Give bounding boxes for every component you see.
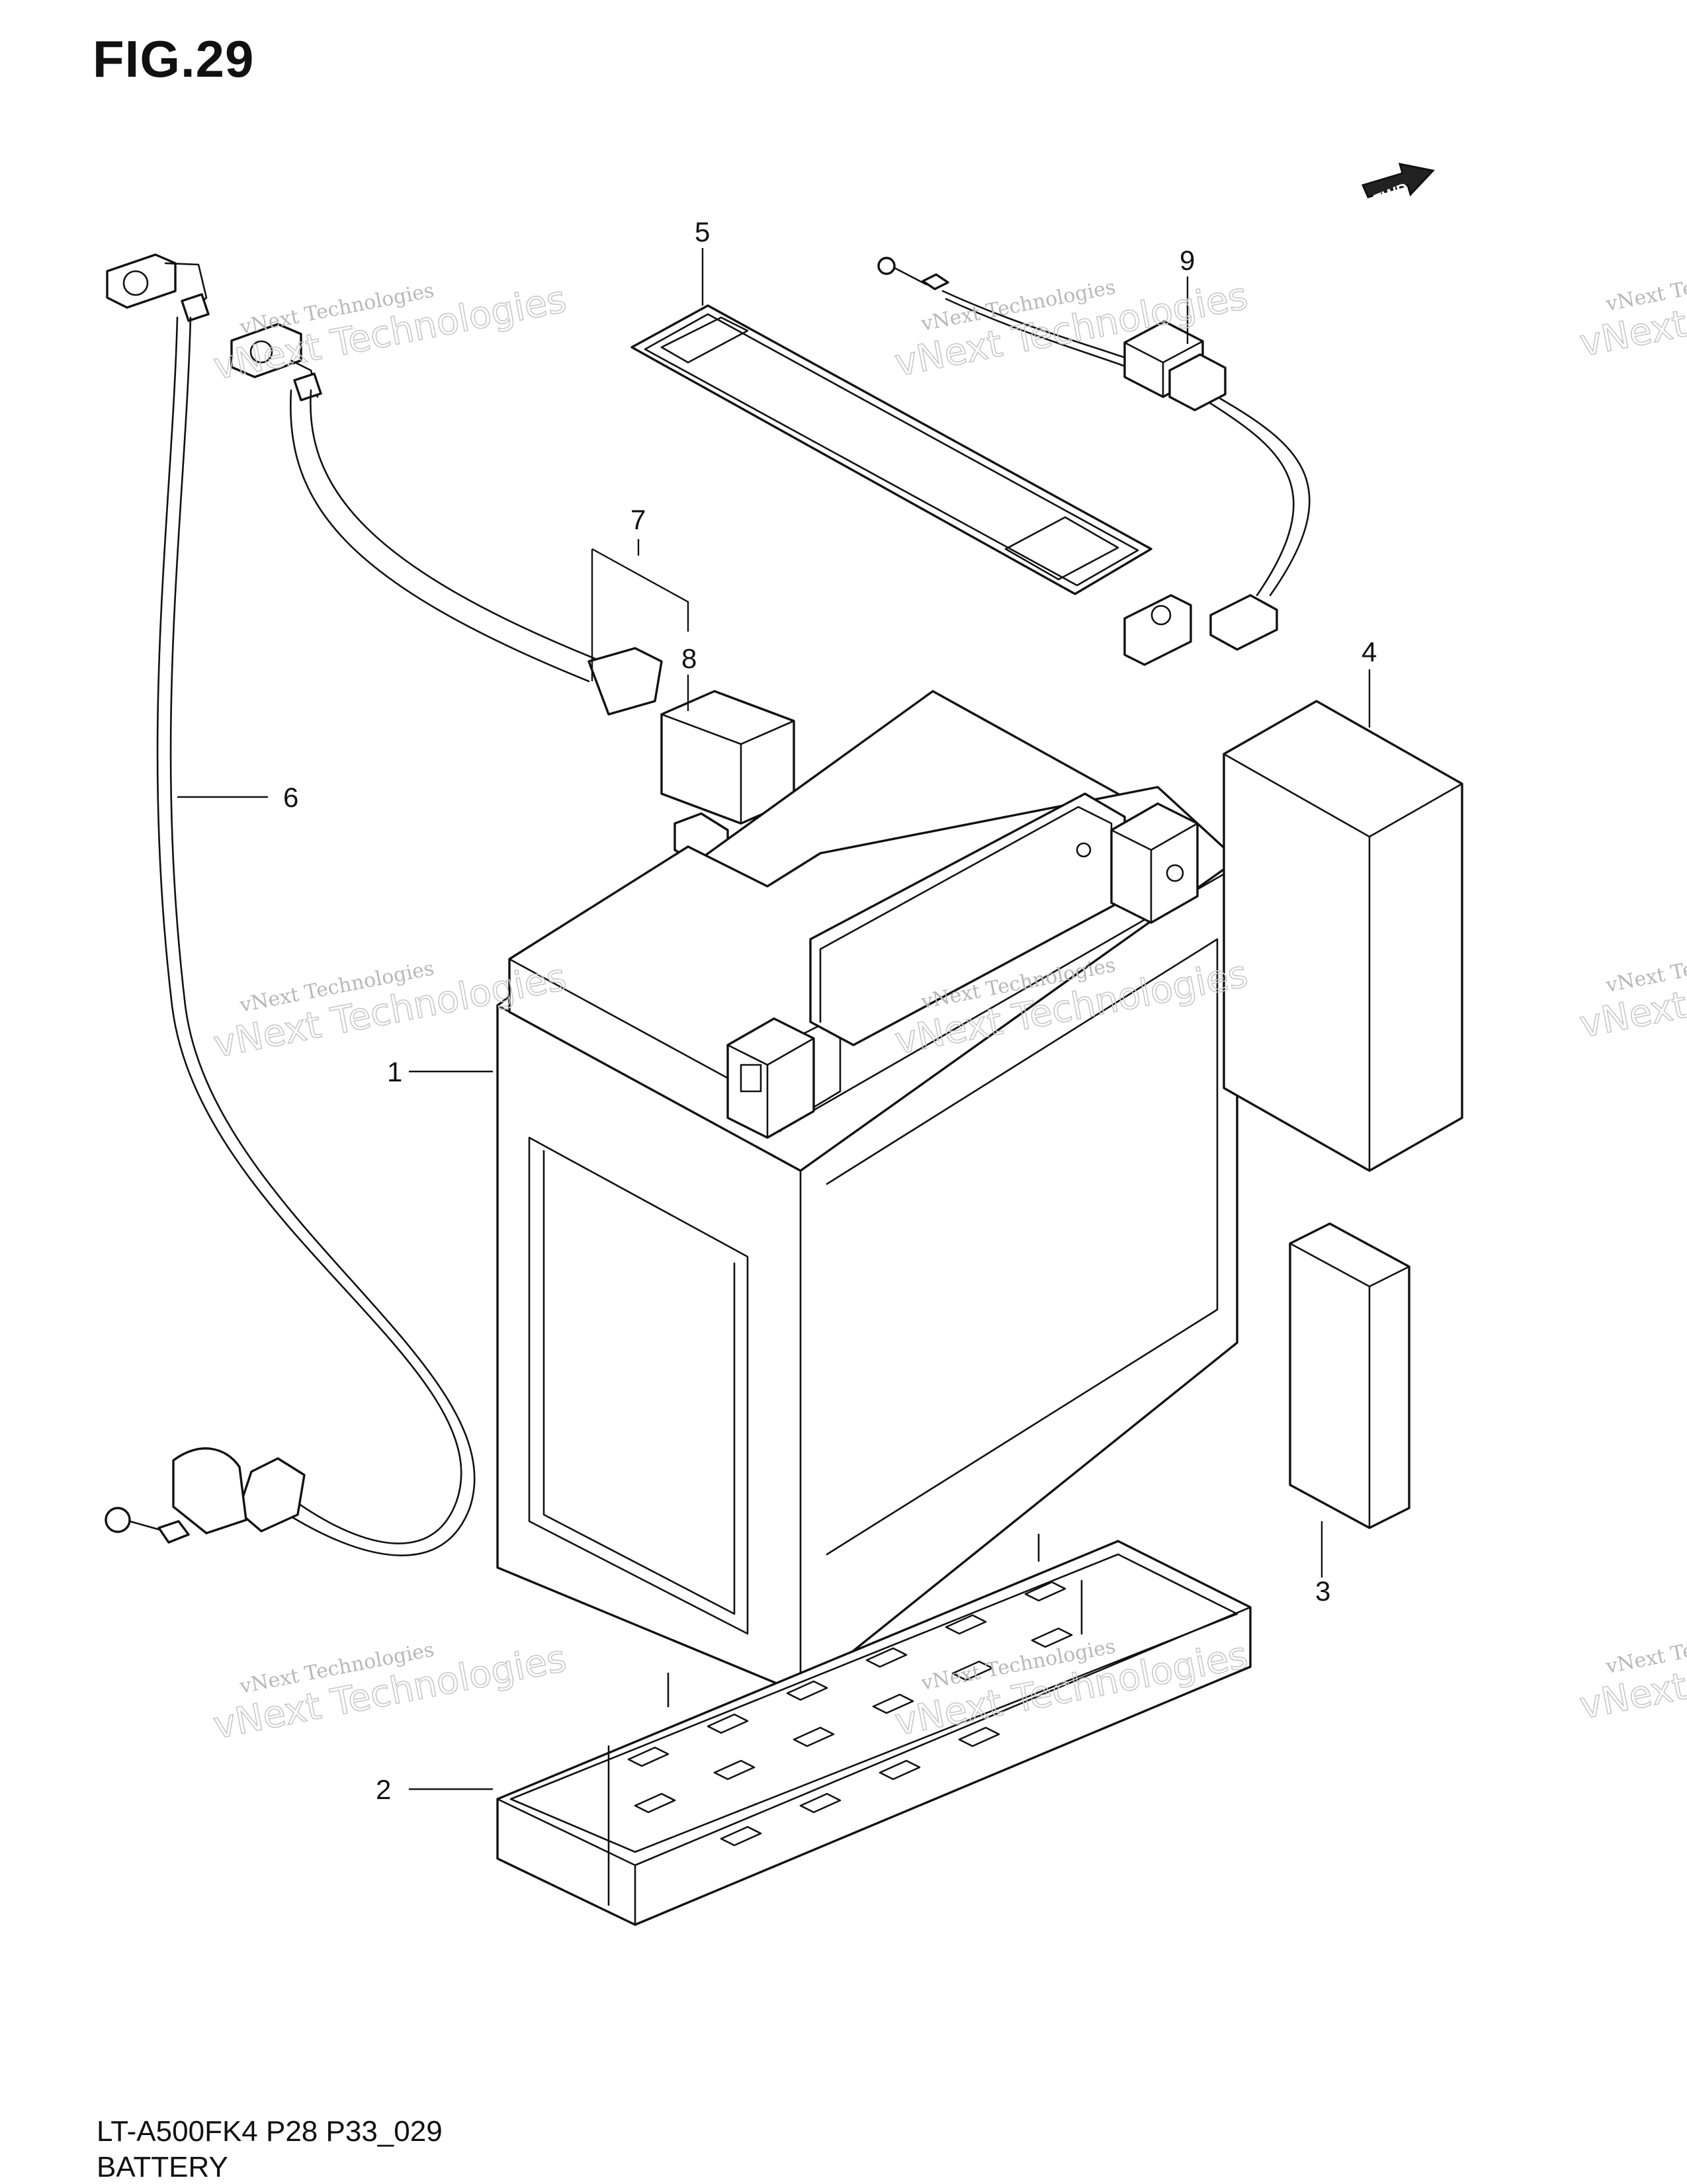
watermark: vNext Technologies vNext Technologies <box>210 277 570 389</box>
leader-lines <box>177 248 1371 1790</box>
diagram-name: BATTERY <box>97 2151 228 2183</box>
battery <box>496 690 1238 1695</box>
callout-5: 5 <box>695 216 710 247</box>
callout-6: 6 <box>283 782 298 813</box>
tray-vent-slots <box>627 1581 1073 1847</box>
watermark: vNext Technologies vNext Technologies <box>210 1636 570 1748</box>
callout-8: 8 <box>681 643 697 674</box>
diagram-code: LT-A500FK4 P28 P33_029 <box>97 2115 443 2148</box>
battery-pad-small <box>1289 1222 1410 1529</box>
callout-1: 1 <box>387 1056 402 1087</box>
callout-4: 4 <box>1362 636 1377 667</box>
watermark: vNext Technologies vNext Technologies <box>1576 1617 1687 1728</box>
forward-direction-arrow-icon: FWD <box>1361 163 1435 210</box>
callout-2: 2 <box>376 1774 391 1805</box>
battery-cable-long <box>105 253 476 1556</box>
battery-pad-large <box>1223 700 1463 1172</box>
callout-7: 7 <box>630 504 646 535</box>
callout-labels: 5 9 7 8 4 6 1 3 2 <box>283 216 1377 1805</box>
battery-tray <box>496 1533 1252 1926</box>
lead-wire <box>877 257 1311 666</box>
watermark: vNext Technologies vNext Technologies <box>1576 254 1687 366</box>
battery-cable-positive <box>230 323 808 894</box>
figure-title: FIG.29 <box>93 30 255 88</box>
callout-9: 9 <box>1180 245 1195 276</box>
battery-strap <box>630 304 1152 595</box>
watermark: vNext Technologies vNext Technologies <box>1576 935 1687 1047</box>
callout-3: 3 <box>1315 1575 1330 1607</box>
